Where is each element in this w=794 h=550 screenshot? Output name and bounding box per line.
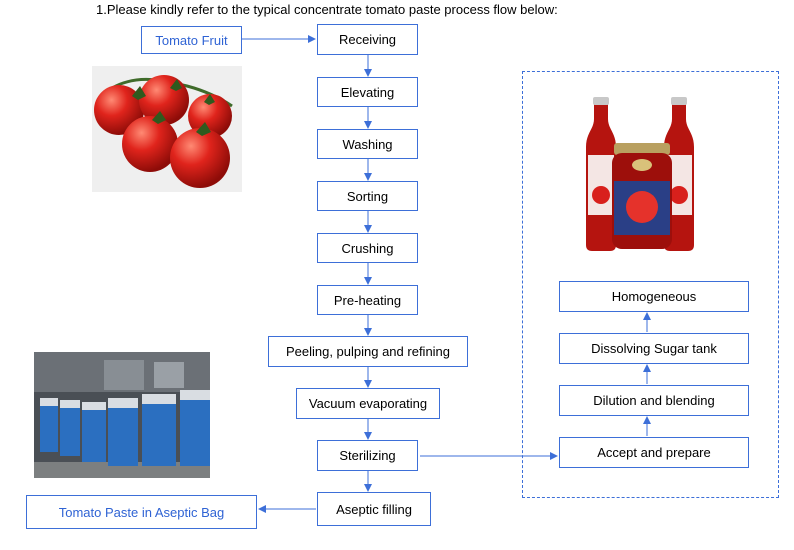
- page-title: 1.Please kindly refer to the typical con…: [96, 2, 558, 17]
- tomato-photo: [92, 66, 242, 192]
- step-receiving: Receiving: [317, 24, 418, 55]
- tomato-fruit-box: Tomato Fruit: [141, 26, 242, 54]
- step-washing: Washing: [317, 129, 418, 159]
- aseptic-drums-photo: [34, 352, 210, 478]
- secondary-process-group: [522, 71, 779, 498]
- step-dilution-blending: Dilution and blending: [559, 385, 749, 416]
- step-aseptic-filling: Aseptic filling: [317, 492, 431, 526]
- step-dissolving-sugar: Dissolving Sugar tank: [559, 333, 749, 364]
- step-sorting: Sorting: [317, 181, 418, 211]
- aseptic-bag-box: Tomato Paste in Aseptic Bag: [26, 495, 257, 529]
- step-sterilizing: Sterilizing: [317, 440, 418, 471]
- step-elevating: Elevating: [317, 77, 418, 107]
- step-preheating: Pre-heating: [317, 285, 418, 315]
- step-peeling-pulping: Peeling, pulping and refining: [268, 336, 468, 367]
- step-crushing: Crushing: [317, 233, 418, 263]
- step-vacuum-evaporating: Vacuum evaporating: [296, 388, 440, 419]
- step-homogeneous: Homogeneous: [559, 281, 749, 312]
- step-accept-prepare: Accept and prepare: [559, 437, 749, 468]
- sauce-bottles-photo: [580, 95, 702, 255]
